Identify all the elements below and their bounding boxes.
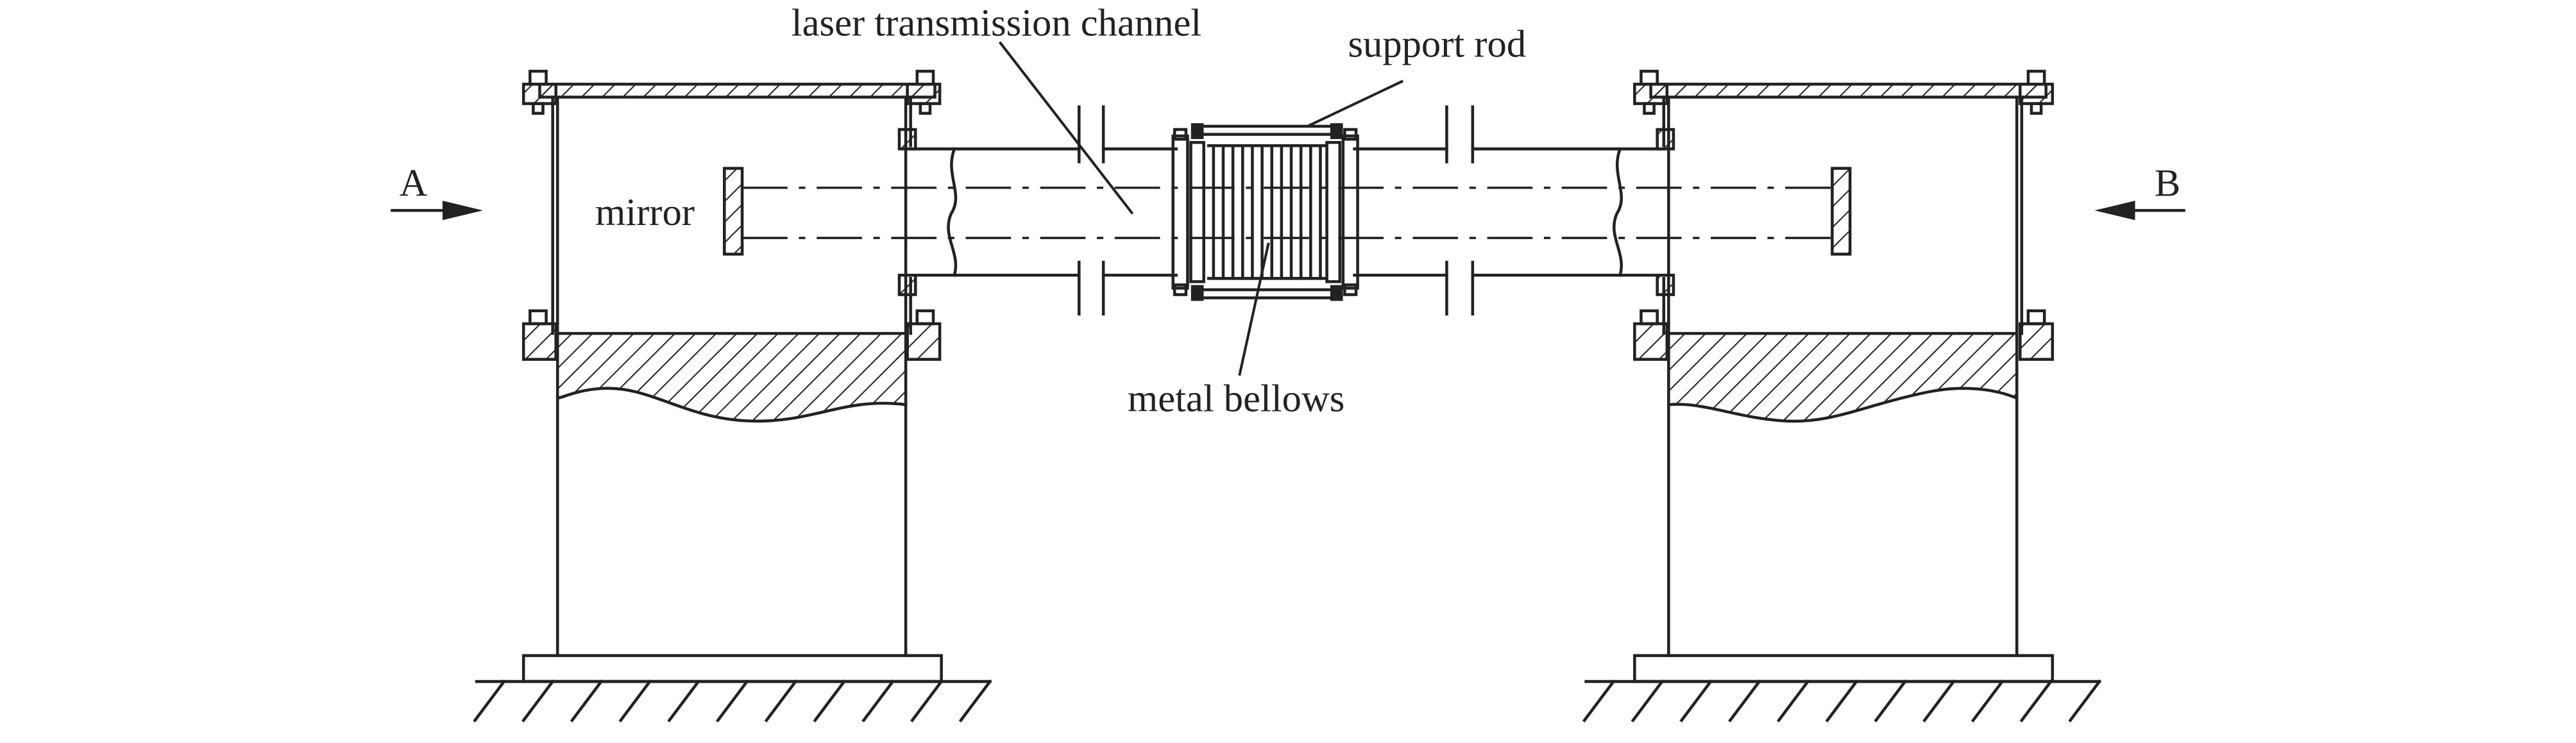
mirror-label: mirror	[595, 191, 695, 234]
bellows-leader-line	[1238, 242, 1270, 376]
right-mirror-housing	[1582, 69, 2102, 722]
laser-beam-path	[742, 187, 1833, 239]
left-mirror	[723, 167, 744, 256]
left-mirror-housing	[473, 69, 992, 722]
support-rod-label: support rod	[1348, 22, 1526, 65]
laser-channel-label: laser transmission channel	[792, 2, 1201, 45]
label-a: A	[400, 162, 428, 205]
arrow-b	[2094, 201, 2185, 221]
laser-transmission-channel	[909, 105, 1666, 316]
support-rod	[1191, 123, 1343, 301]
arrow-a	[391, 201, 484, 221]
channel-leader-line	[998, 41, 1134, 215]
rod-leader-line	[1307, 79, 1404, 128]
label-b: B	[2155, 162, 2180, 205]
metal-bellows-label: metal bellows	[1128, 377, 1344, 420]
metal-bellows	[1171, 128, 1359, 296]
right-mirror	[1831, 167, 1852, 256]
